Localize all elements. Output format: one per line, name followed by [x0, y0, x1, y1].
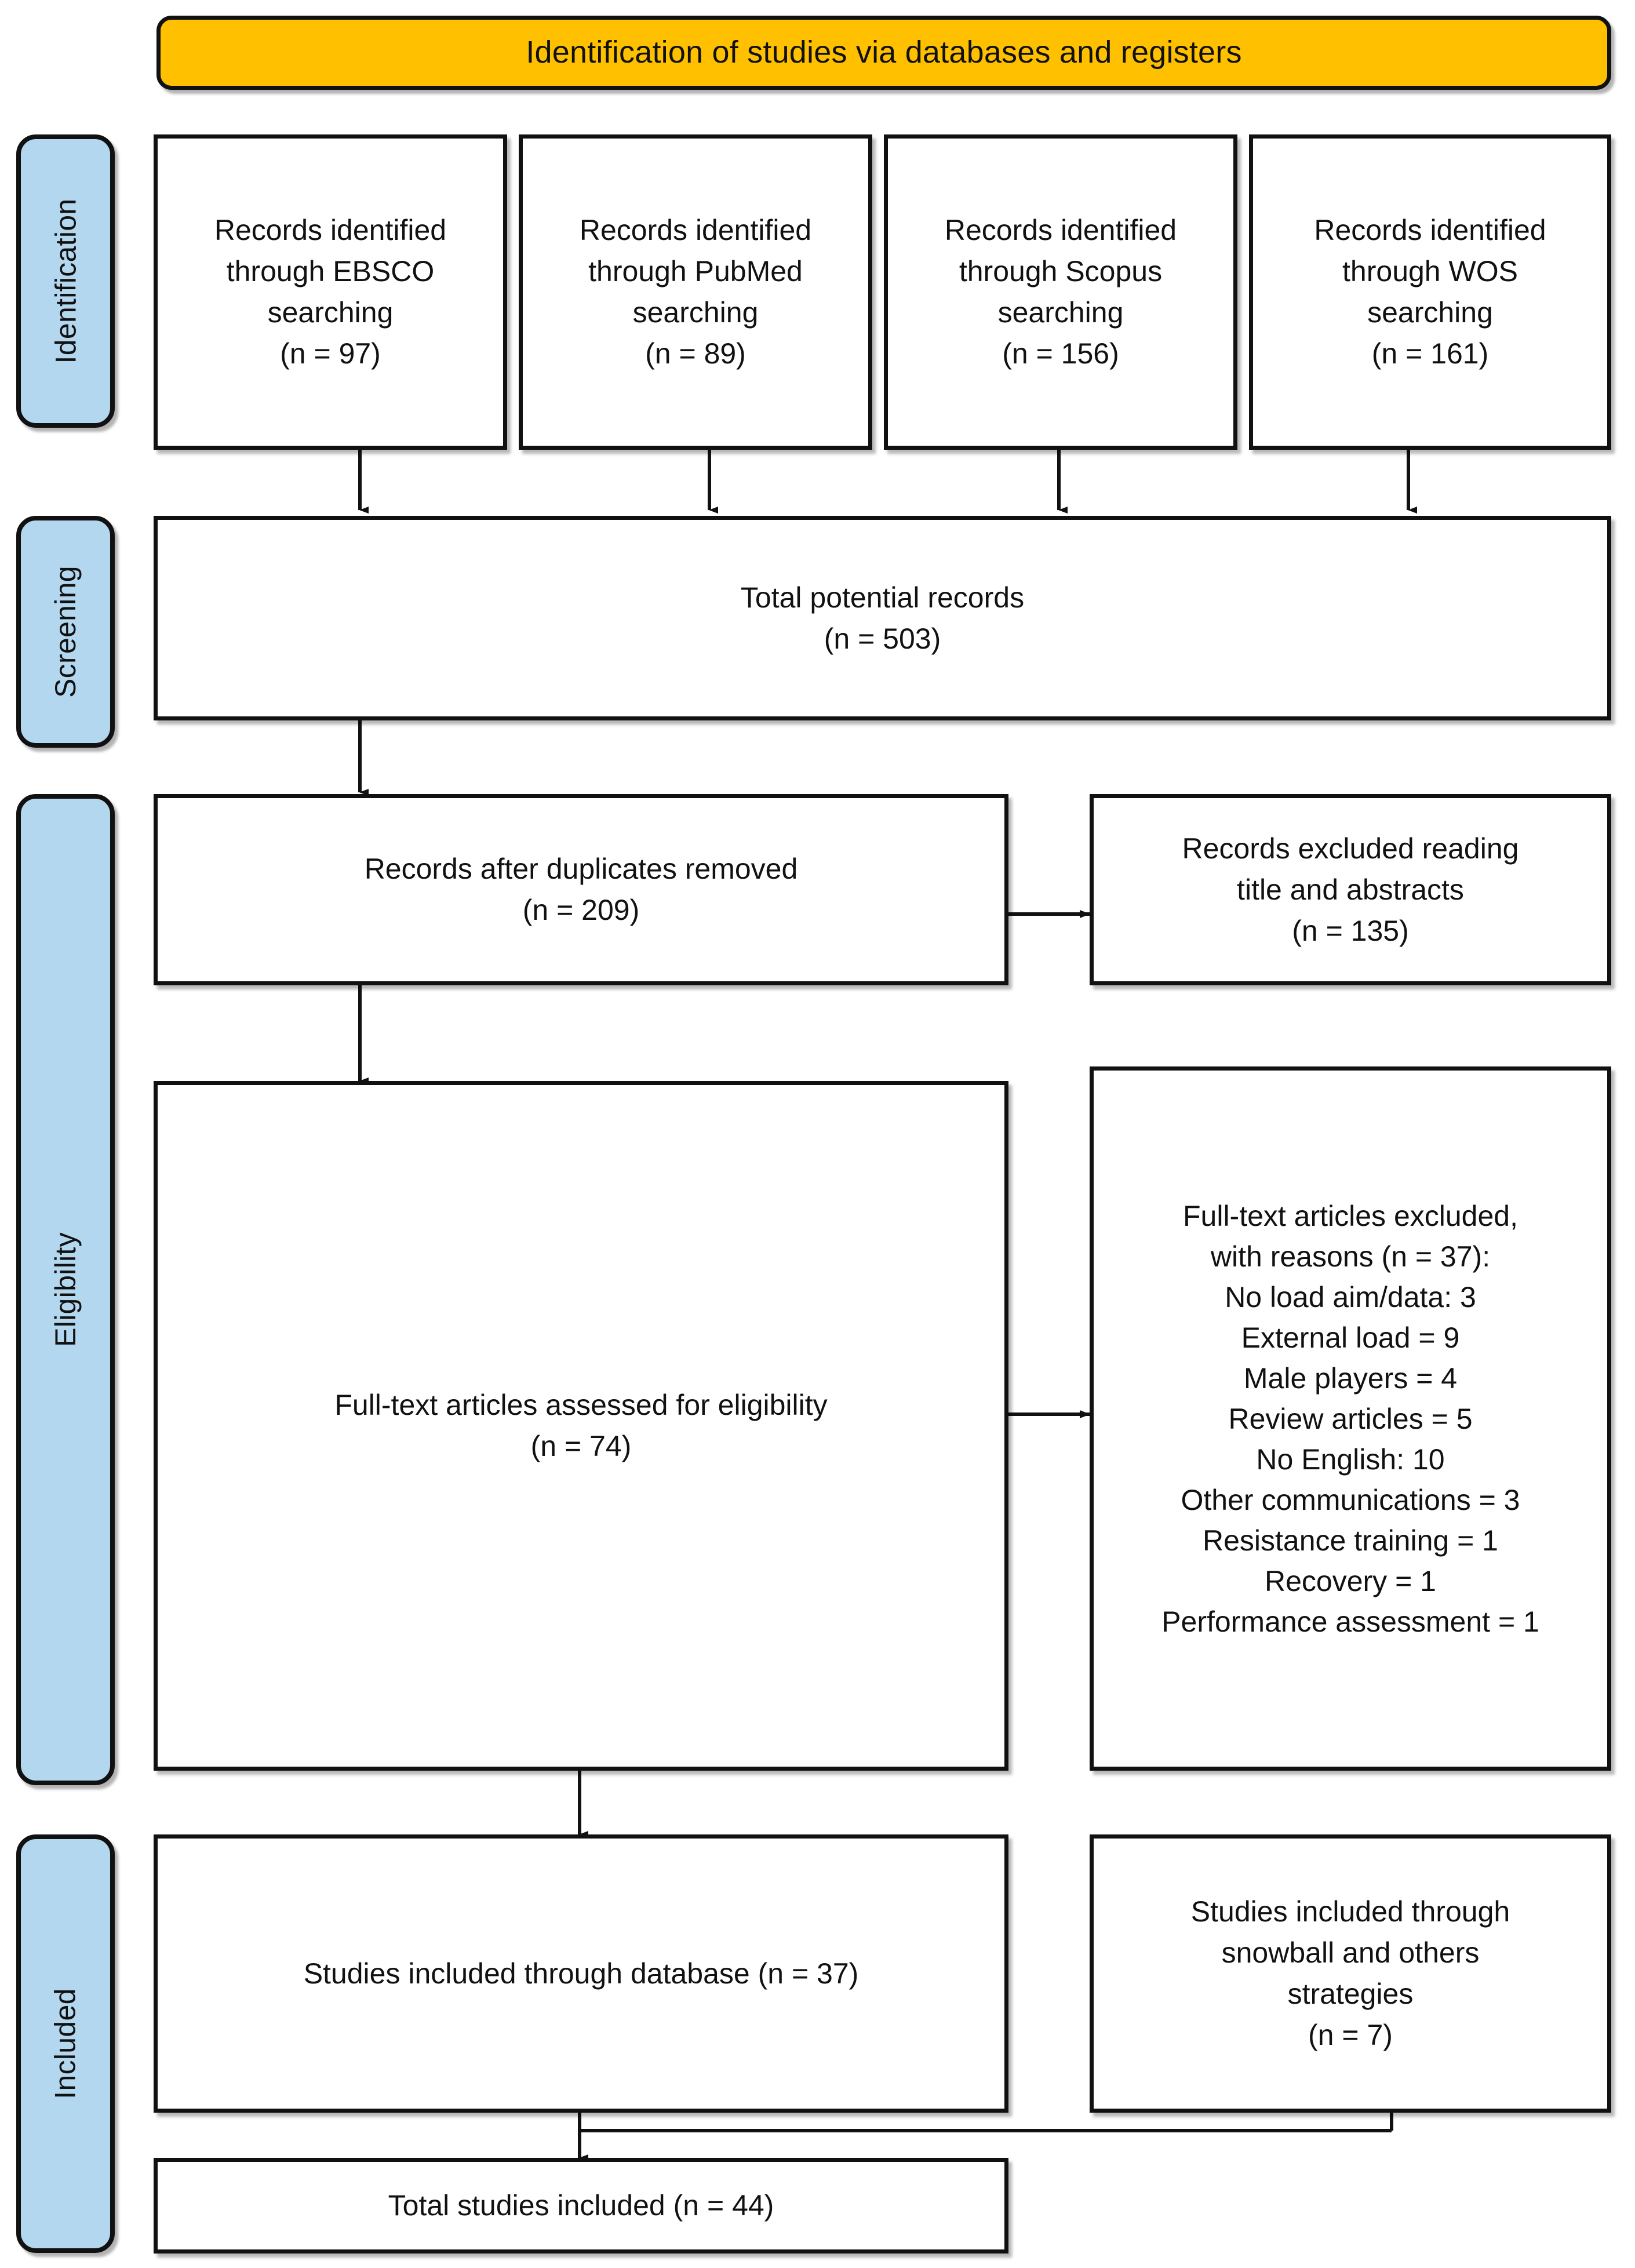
source-box-wos: Records identified through WOS searching… — [1249, 134, 1611, 450]
merge-connector-to-total-studies — [578, 2110, 1393, 2161]
records-after-duplicates-box: Records after duplicates removed (n = 20… — [154, 794, 1008, 985]
studies-included-snowball-text: Studies included through snowball and ot… — [1190, 1895, 1510, 2051]
fulltext-excluded-reasons-text: Full-text articles excluded, with reason… — [1161, 1199, 1539, 1638]
phase-tab-screening: Screening — [16, 516, 115, 748]
banner-title: Identification of studies via databases … — [526, 35, 1242, 70]
total-potential-records-text: Total potential records (n = 503) — [740, 581, 1025, 655]
studies-included-database-box: Studies included through database (n = 3… — [154, 1834, 1008, 2113]
total-potential-records-box: Total potential records (n = 503) — [154, 516, 1611, 720]
phase-tab-included-label: Included — [49, 1988, 82, 2099]
phase-tab-identification-label: Identification — [49, 198, 82, 364]
banner-identification-header: Identification of studies via databases … — [156, 16, 1611, 90]
fulltext-excluded-reasons-box: Full-text articles excluded, with reason… — [1090, 1066, 1611, 1771]
source-box-scopus: Records identified through Scopus search… — [884, 134, 1237, 450]
phase-tab-eligibility: Eligibility — [16, 794, 115, 1785]
phase-tab-eligibility-label: Eligibility — [49, 1232, 82, 1347]
phase-tab-screening-label: Screening — [49, 566, 82, 698]
source-box-ebsco: Records identified through EBSCO searchi… — [154, 134, 507, 450]
records-after-duplicates-text: Records after duplicates removed (n = 20… — [364, 853, 798, 926]
studies-included-database-text: Studies included through database (n = 3… — [303, 1957, 859, 1990]
fulltext-assessed-box: Full-text articles assessed for eligibil… — [154, 1081, 1008, 1771]
phase-tab-identification: Identification — [16, 134, 115, 428]
total-studies-included-text: Total studies included (n = 44) — [388, 2189, 774, 2222]
source-box-pubmed-text: Records identified through PubMed search… — [579, 214, 812, 370]
source-box-pubmed: Records identified through PubMed search… — [519, 134, 872, 450]
total-studies-included-box: Total studies included (n = 44) — [154, 2158, 1008, 2254]
phase-tab-included: Included — [16, 1834, 115, 2253]
source-box-scopus-text: Records identified through Scopus search… — [944, 214, 1177, 370]
records-excluded-title-abstract-box: Records excluded reading title and abstr… — [1090, 794, 1611, 985]
source-box-ebsco-text: Records identified through EBSCO searchi… — [214, 214, 447, 370]
fulltext-assessed-text: Full-text articles assessed for eligibil… — [334, 1389, 828, 1462]
records-excluded-title-abstract-text: Records excluded reading title and abstr… — [1182, 832, 1519, 947]
studies-included-snowball-box: Studies included through snowball and ot… — [1090, 1834, 1611, 2113]
source-box-wos-text: Records identified through WOS searching… — [1314, 214, 1546, 370]
